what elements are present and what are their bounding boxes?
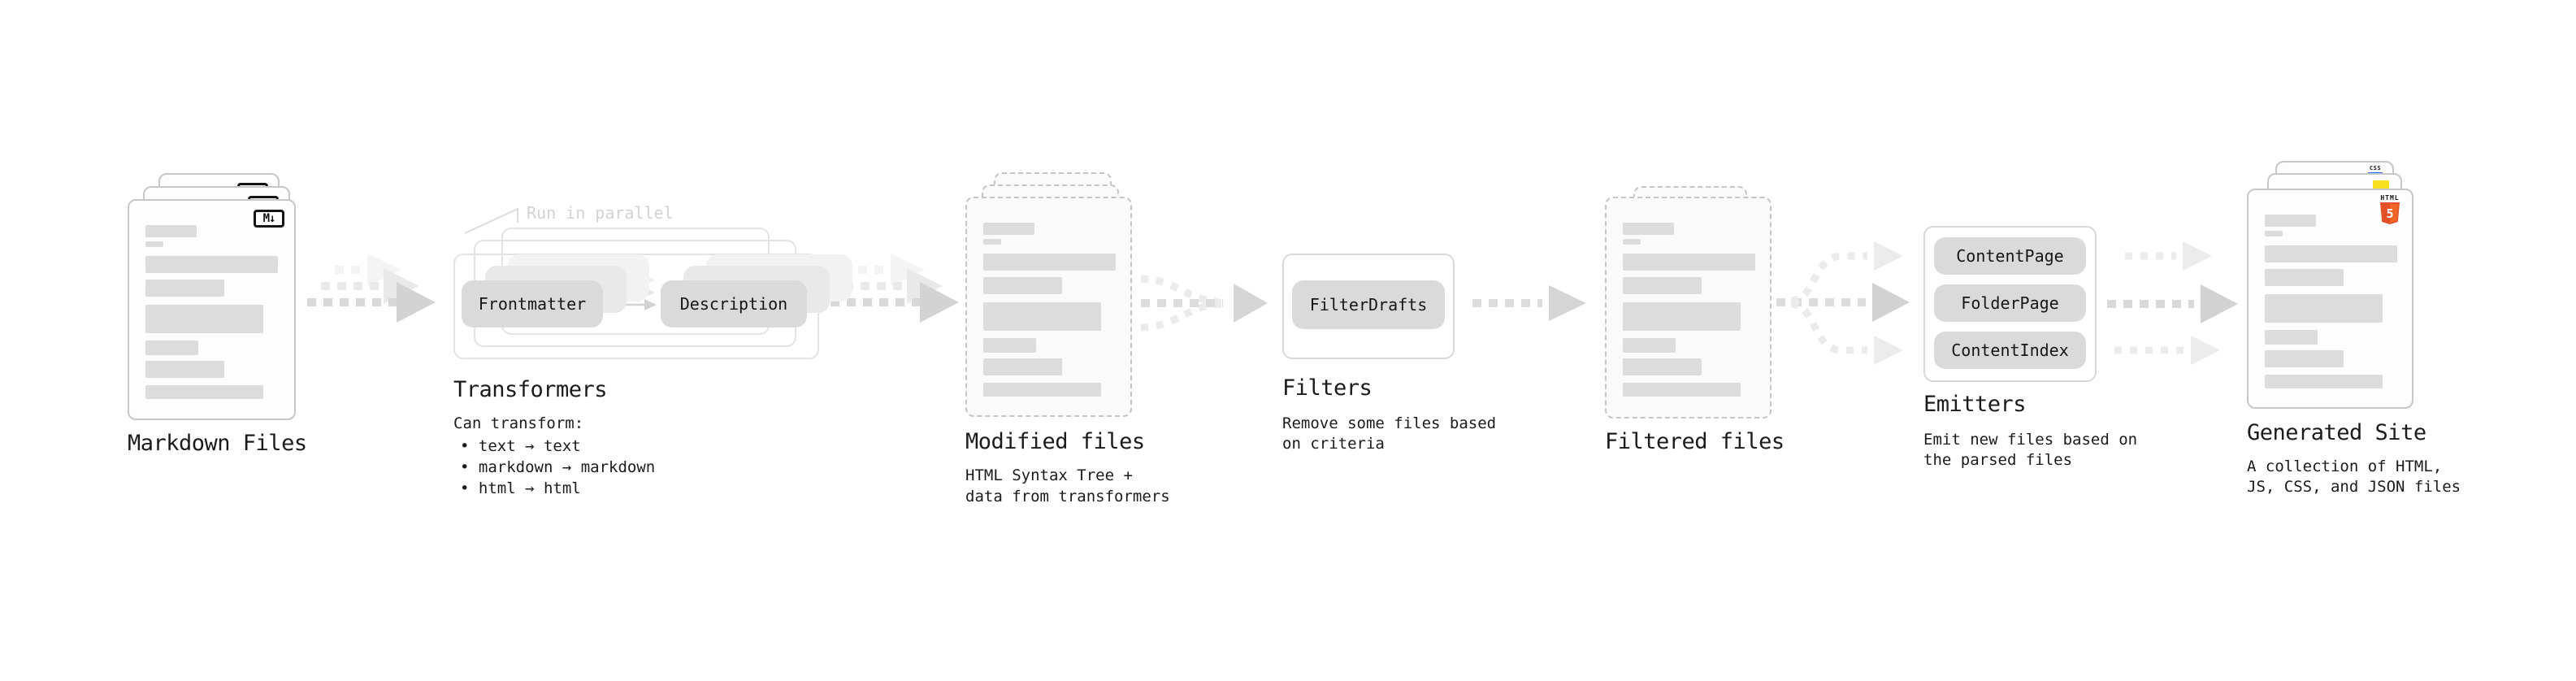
html5-icon-label: HTML (2380, 194, 2400, 202)
run-in-parallel-label: Run in parallel (527, 203, 674, 223)
text-line-placeholder (2265, 294, 2383, 323)
text-line-placeholder (2265, 350, 2344, 367)
text-line-placeholder (983, 254, 1116, 271)
text-line-placeholder (145, 361, 224, 378)
text-line-placeholder (983, 338, 1036, 353)
text-line-placeholder (983, 358, 1062, 375)
stage-title-filtered-files: Filtered files (1605, 429, 1785, 454)
document-content-placeholder (967, 198, 1130, 397)
frontmatter-pill: Frontmatter (462, 280, 603, 327)
filters-subtitle: on criteria (1282, 435, 1385, 453)
generated-subtitle: A collection of HTML, (2247, 458, 2443, 475)
text-line-placeholder (1623, 277, 1702, 294)
text-line-placeholder (2265, 330, 2318, 345)
emitters-subtitle: the parsed files (1923, 451, 2073, 469)
stage-title-emitters: Emitters (1923, 392, 2027, 417)
flow-arrow-modified-to-filters (1140, 275, 1268, 332)
generated-document-front: HTML 5 (2247, 189, 2413, 409)
contentpage-pill: ContentPage (1934, 237, 2086, 275)
text-line-placeholder (983, 277, 1062, 294)
text-line-placeholder (983, 383, 1101, 397)
transformers-bullet: • text → text (460, 437, 581, 455)
transformers-description-heading: Can transform: (453, 414, 584, 432)
text-line-placeholder (1623, 383, 1741, 397)
flow-arrow-emitters-to-generated (2107, 241, 2238, 365)
text-line-placeholder (2265, 245, 2397, 262)
text-line-placeholder (1623, 302, 1741, 331)
contentindex-pill: ContentIndex (1934, 332, 2086, 369)
flow-arrow-filtered-to-emitters (1776, 241, 1910, 365)
html5-icon: HTML 5 (2378, 194, 2402, 228)
modified-subtitle: data from transformers (965, 488, 1170, 505)
css-icon-label: CSS (2369, 165, 2382, 171)
filtered-document-front (1605, 197, 1772, 419)
text-line-placeholder (1623, 358, 1702, 375)
text-line-placeholder (145, 305, 263, 333)
folderpage-pill: FolderPage (1934, 284, 2086, 322)
stage-title-modified-files: Modified files (965, 429, 1145, 454)
stage-title-markdown-files: Markdown Files (128, 431, 307, 456)
text-line-placeholder (145, 340, 198, 355)
text-line-placeholder (2265, 269, 2344, 286)
document-content-placeholder (2249, 190, 2412, 388)
markdown-icon: M↓ (254, 210, 284, 228)
text-line-placeholder (1623, 223, 1674, 235)
stage-title-transformers: Transformers (453, 377, 608, 402)
generated-subtitle: JS, CSS, and JSON files (2247, 478, 2461, 496)
stage-title-filters: Filters (1282, 375, 1373, 401)
text-line-placeholder (983, 239, 1001, 245)
modified-subtitle: HTML Syntax Tree + (965, 466, 1133, 484)
text-line-placeholder (145, 256, 278, 273)
svg-text:5: 5 (2386, 206, 2393, 221)
emitters-subtitle: Emit new files based on (1923, 431, 2138, 449)
text-line-placeholder (145, 241, 163, 247)
js-icon (2373, 180, 2389, 189)
text-line-placeholder (1623, 338, 1676, 353)
description-pill: Description (661, 280, 807, 327)
text-line-placeholder (145, 280, 224, 297)
text-line-placeholder (2265, 231, 2283, 236)
filterdrafts-pill: FilterDrafts (1292, 280, 1445, 329)
text-line-placeholder (145, 385, 263, 399)
text-line-placeholder (2265, 375, 2383, 388)
html5-shield: 5 (2380, 202, 2400, 224)
text-line-placeholder (145, 225, 197, 237)
transformers-bullet: • html → html (460, 479, 581, 497)
text-line-placeholder (2265, 215, 2316, 227)
flow-arrow-markdown-to-transformers (307, 254, 436, 323)
markdown-document-front: M↓ (128, 199, 296, 420)
flow-arrow-filters-to-filtered (1472, 285, 1586, 321)
document-content-placeholder (129, 201, 294, 399)
text-line-placeholder (983, 302, 1101, 331)
filters-subtitle: Remove some files based (1282, 414, 1497, 432)
document-content-placeholder (1607, 198, 1770, 397)
text-line-placeholder (1623, 254, 1755, 271)
transformers-bullet: • markdown → markdown (460, 458, 656, 476)
stage-title-generated-site: Generated Site (2247, 420, 2426, 445)
text-line-placeholder (1623, 239, 1641, 245)
modified-document-front (965, 197, 1132, 417)
text-line-placeholder (983, 223, 1034, 235)
